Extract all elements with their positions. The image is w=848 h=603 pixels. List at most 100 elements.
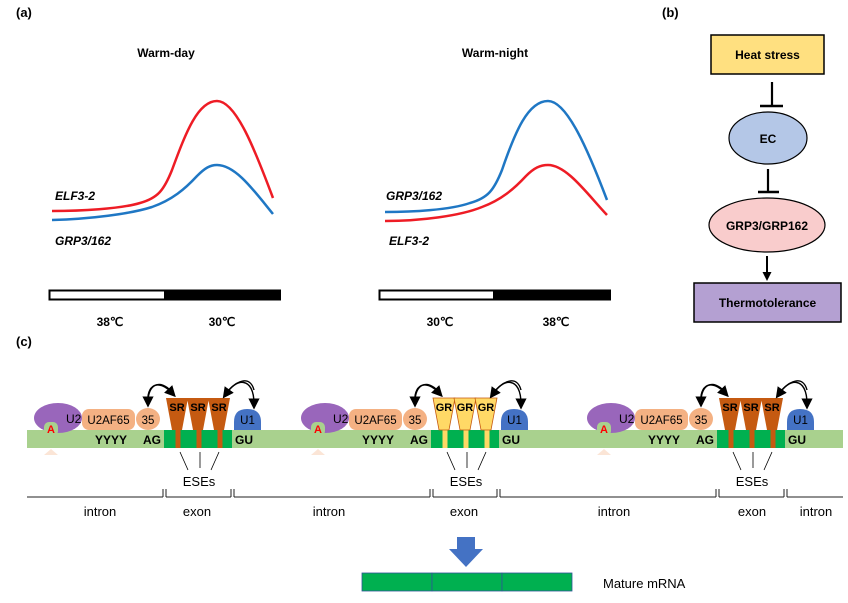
branch-marker [597, 449, 611, 455]
interaction-arrow [775, 380, 808, 399]
u2af65-label: U2AF65 [354, 415, 396, 427]
interaction-arrow [222, 380, 255, 399]
period-2-temp: 30℃ [209, 315, 236, 329]
branch-point [597, 422, 611, 436]
splicing-factor-label: SR [743, 402, 758, 414]
donor-site: GU [502, 433, 520, 447]
u2af65-label: U2AF65 [640, 415, 682, 427]
splicing-factor-sr [187, 398, 209, 430]
donor-site: GU [235, 433, 253, 447]
node-grp3-grp162-label: GRP3/GRP162 [726, 219, 808, 233]
u2af35 [403, 408, 427, 430]
ese-element [484, 430, 490, 448]
segment-label-exon: exon [738, 504, 766, 519]
mature-mrna [361, 572, 573, 592]
upper-gene-label: ELF3-2 [55, 189, 95, 203]
segment-label-intron: intron [313, 504, 346, 519]
panel-c-label: (c) [16, 334, 32, 349]
branch-marker [311, 449, 325, 455]
u1-snrnp [234, 409, 261, 430]
splicing-factor-sr [740, 398, 762, 430]
splicing-factor-sr [761, 398, 783, 430]
acceptor-site: AG [410, 433, 428, 447]
period-1-temp: 30℃ [427, 315, 454, 329]
splicing-factor-gr [474, 397, 498, 431]
panel-a: (a) Warm-day ELF3-2 GRP3/162 38℃ 30℃ War… [16, 5, 611, 329]
mature-exon [361, 572, 433, 592]
u2-label: U2 [619, 412, 635, 426]
lower-gene-label: ELF3-2 [389, 234, 429, 248]
splicing-factor-label: GR [478, 402, 495, 414]
period-1-temp: 38℃ [97, 315, 124, 329]
ese-element [770, 430, 776, 448]
ese-pointer [763, 451, 773, 471]
ese-pointer [446, 451, 456, 471]
segment-label-intron: intron [598, 504, 631, 519]
node-ec [728, 111, 808, 165]
panel-b: (b) Heat stress EC GRP3/GRP162 Thermotol… [662, 5, 842, 323]
ese-pointer [210, 451, 220, 471]
donor-site: GU [788, 433, 806, 447]
light-period-bar [48, 289, 167, 301]
panel-b-label: (b) [662, 5, 679, 20]
branch-point [311, 422, 325, 436]
u1-snrnp [501, 409, 528, 430]
plot-warm-day: Warm-day ELF3-2 GRP3/162 38℃ 30℃ [48, 46, 281, 329]
interaction-arrow [142, 383, 172, 408]
node-ec-label: EC [760, 132, 777, 146]
plot-title: Warm-night [462, 46, 528, 60]
processing-arrow-icon [449, 537, 483, 567]
interaction-arrow [695, 383, 725, 408]
ese-pointer [732, 451, 742, 471]
period-2-temp: 38℃ [543, 315, 570, 329]
ese-element [217, 430, 223, 448]
plot-warm-night: Warm-night GRP3/162 ELF3-2 30℃ 38℃ [378, 46, 611, 329]
u2af35 [136, 408, 160, 430]
splicing-factor-gr [432, 397, 456, 431]
interaction-arrow [489, 380, 522, 399]
segment-label-intron: intron [800, 504, 833, 519]
light-period-bar [378, 289, 496, 301]
ese-element [175, 430, 181, 448]
u1-label: U1 [240, 415, 255, 427]
node-grp3-grp162 [708, 197, 826, 253]
interaction-arrow [778, 381, 813, 410]
dark-period-bar [493, 289, 611, 301]
node-thermotolerance [693, 282, 842, 323]
mature-exon [431, 572, 503, 592]
polypyrimidine-tract: YYYY [648, 433, 680, 447]
splicing-factor-sr [719, 398, 741, 430]
branch-point-label: A [600, 424, 608, 436]
node-heat-stress [710, 34, 825, 75]
branch-point-label: A [314, 424, 322, 436]
polypyrimidine-tract: YYYY [95, 433, 127, 447]
splicing-factor-label: SR [764, 402, 779, 414]
u1-label: U1 [793, 415, 808, 427]
splicing-factor-label: GR [436, 402, 453, 414]
low-curve [51, 163, 274, 222]
acceptor-site: AG [143, 433, 161, 447]
high-curve [384, 99, 609, 214]
ese-element [749, 430, 755, 448]
interaction-arrow [492, 381, 527, 410]
splicing-factor-label: SR [211, 402, 226, 414]
plot-title: Warm-day [137, 46, 195, 60]
acceptor-site: AG [696, 433, 714, 447]
low-curve [384, 163, 608, 223]
panel-a-label: (a) [16, 5, 32, 20]
node-thermotolerance-label: Thermotolerance [719, 296, 817, 310]
splicing-factor-gr [453, 397, 477, 431]
u2af35-label: 35 [409, 415, 422, 427]
ese-label: ESEs [183, 474, 216, 489]
node-heat-stress-label: Heat stress [735, 48, 800, 62]
ese-label: ESEs [450, 474, 483, 489]
interaction-arrow [409, 383, 439, 408]
splicing-factor-label: GR [457, 402, 474, 414]
splicing-factor-sr [166, 398, 188, 430]
splicing-factor-label: SR [190, 402, 205, 414]
ese-pointer [179, 451, 189, 471]
